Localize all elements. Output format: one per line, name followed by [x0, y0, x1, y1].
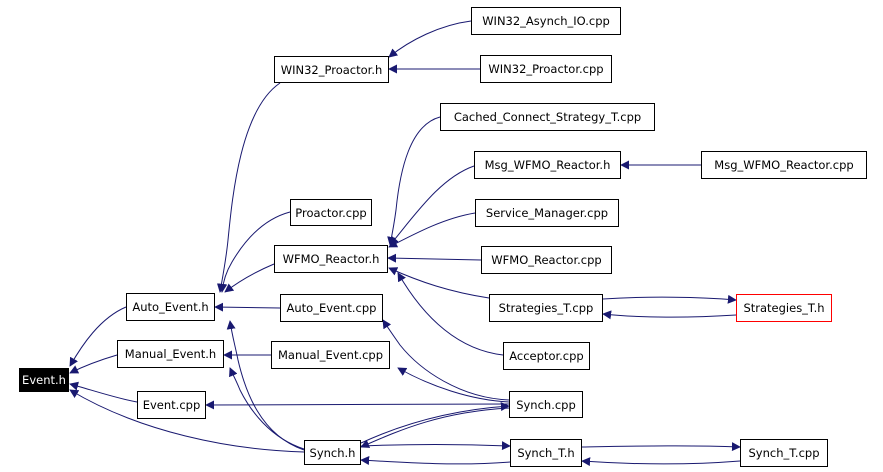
- node-acceptor-cpp[interactable]: Acceptor.cpp: [503, 342, 590, 370]
- edge-acceptor-cpp-to-wfmo-reactor-h: [397, 272, 504, 356]
- node-synch-cpp[interactable]: Synch.cpp: [509, 391, 583, 418]
- edge-synch-t-h-to-synch-t-cpp: [581, 442, 741, 452]
- edge-strategies-t-h-to-strategies-t-cpp: [602, 310, 737, 320]
- node-synch-t-cpp[interactable]: Synch_T.cpp: [740, 439, 828, 467]
- node-service-manager-cpp[interactable]: Service_Manager.cpp: [475, 199, 619, 227]
- node-wfmo-reactor-h[interactable]: WFMO_Reactor.h: [274, 245, 388, 273]
- edge-event-cpp-to-event-h: [69, 381, 138, 403]
- edge-synch-t-cpp-to-synch-t-h: [581, 457, 741, 467]
- edge-synch-t-h-to-synch-h: [360, 456, 511, 465]
- node-proactor-cpp[interactable]: Proactor.cpp: [290, 199, 372, 226]
- edge-synch-cpp-to-event-cpp: [205, 400, 510, 410]
- edge-synch-h-to-auto-event-h: [226, 320, 305, 451]
- node-auto-event-cpp[interactable]: Auto_Event.cpp: [280, 294, 383, 322]
- edge-auto-event-cpp-to-auto-event-h: [214, 302, 281, 312]
- node-cached-connect-strategy-t-cpp[interactable]: Cached_Connect_Strategy_T.cpp: [440, 103, 655, 131]
- node-msg-wfmo-reactor-cpp[interactable]: Msg_WFMO_Reactor.cpp: [701, 151, 867, 179]
- edge-synch-h-to-synch-t-h: [360, 441, 511, 451]
- node-strategies-t-h[interactable]: Strategies_T.h: [736, 294, 832, 322]
- edge-win32-proactor-h-to-auto-event-h: [216, 82, 281, 293]
- edge-synch-cpp-to-auto-event-cpp: [382, 319, 510, 401]
- node-msg-wfmo-reactor-h[interactable]: Msg_WFMO_Reactor.h: [474, 151, 621, 179]
- edge-manual-event-h-to-event-h: [69, 354, 118, 374]
- node-wfmo-reactor-cpp[interactable]: WFMO_Reactor.cpp: [481, 246, 612, 274]
- edge-proactor-cpp-to-auto-event-h: [218, 211, 291, 293]
- node-win32-asynch-io-cpp[interactable]: WIN32_Asynch_IO.cpp: [471, 7, 621, 35]
- node-manual-event-cpp[interactable]: Manual_Event.cpp: [271, 341, 390, 369]
- edge-synch-h-to-manual-event-h: [229, 367, 305, 450]
- node-manual-event-h[interactable]: Manual_Event.h: [117, 340, 224, 368]
- edge-cached-connect-to-wfmo-reactor-h: [387, 116, 441, 246]
- edge-synch-h-to-synch-cpp: [360, 402, 510, 444]
- node-synch-t-h[interactable]: Synch_T.h: [510, 439, 582, 467]
- edge-msg-wfmo-reactor-h-to-wfmo-reactor-h: [389, 165, 475, 246]
- edge-synch-cpp-to-synch-h: [360, 407, 510, 448]
- node-event-cpp[interactable]: Event.cpp: [137, 391, 206, 419]
- edge-service-manager-cpp-to-wfmo-reactor-h: [388, 212, 476, 248]
- edge-synch-cpp-to-manual-event-cpp: [397, 367, 510, 403]
- node-win32-proactor-cpp[interactable]: WIN32_Proactor.cpp: [480, 55, 612, 83]
- edge-auto-event-h-to-event-h: [69, 306, 127, 367]
- edge-wfmo-reactor-h-to-auto-event-h: [224, 263, 275, 293]
- node-win32-proactor-h[interactable]: WIN32_Proactor.h: [274, 56, 389, 83]
- edge-win32-asynch-io-cpp-to-win32-proactor-h: [388, 20, 472, 58]
- node-event-h: Event.h: [19, 368, 69, 392]
- edge-wfmo-reactor-cpp-to-wfmo-reactor-h: [387, 253, 482, 263]
- edge-synch-h-to-event-h: [69, 389, 305, 453]
- node-synch-h[interactable]: Synch.h: [304, 440, 361, 465]
- edge-strategies-t-cpp-to-strategies-t-h: [602, 294, 737, 304]
- node-auto-event-h[interactable]: Auto_Event.h: [126, 293, 215, 321]
- node-strategies-t-cpp[interactable]: Strategies_T.cpp: [489, 294, 603, 322]
